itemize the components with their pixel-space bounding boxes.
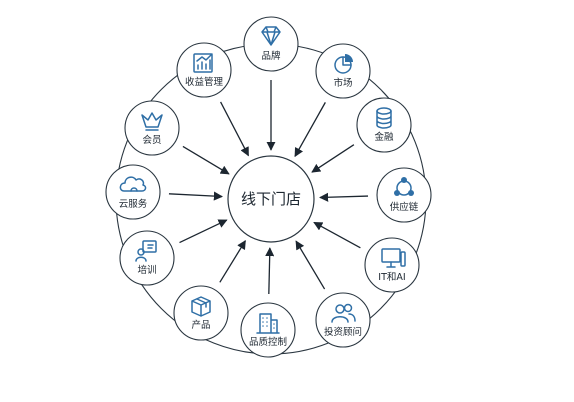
node-label-itai: IT和AI bbox=[378, 272, 405, 283]
node-label-revenue: 收益管理 bbox=[185, 76, 224, 88]
node-circle-invest bbox=[315, 292, 371, 348]
node-circle-itai bbox=[364, 237, 420, 293]
arrow-market-to-center bbox=[294, 102, 326, 158]
node-label-supply: 供应链 bbox=[390, 201, 419, 213]
node-invest: 投资顾问 bbox=[315, 292, 371, 348]
center-label: 线下门店 bbox=[241, 190, 301, 208]
arrow-finance-to-center bbox=[311, 144, 355, 173]
node-label-quality: 品质控制 bbox=[249, 336, 287, 348]
center-circle bbox=[227, 155, 315, 243]
node-label-finance: 金融 bbox=[374, 131, 394, 143]
node-cloud: 云服务 bbox=[105, 164, 161, 220]
node-circle-member bbox=[124, 100, 180, 156]
building-icon bbox=[256, 313, 280, 334]
node-finance: 金融 bbox=[356, 97, 412, 153]
center-node: 线下门店 bbox=[227, 155, 315, 243]
node-supply: 供应链 bbox=[376, 167, 432, 223]
node-itai: IT和AI bbox=[364, 237, 420, 293]
node-label-cloud: 云服务 bbox=[119, 198, 148, 210]
node-circle-training bbox=[119, 230, 175, 286]
arrow-invest-to-center bbox=[295, 240, 326, 290]
arrow-cloud-to-center bbox=[168, 191, 223, 201]
node-revenue: 收益管理 bbox=[176, 42, 232, 98]
node-circle-market bbox=[315, 43, 371, 99]
node-label-market: 市场 bbox=[333, 77, 352, 89]
arrow-product-to-center bbox=[219, 239, 246, 283]
pie-chart-icon bbox=[334, 54, 353, 74]
diamond-icon bbox=[261, 26, 281, 46]
arrow-itai-to-center bbox=[313, 221, 361, 249]
node-quality: 品质控制 bbox=[240, 302, 296, 358]
node-market: 市场 bbox=[315, 43, 371, 99]
arrow-revenue-to-center bbox=[220, 101, 249, 157]
node-product: 产品 bbox=[173, 285, 229, 341]
node-circle-cloud bbox=[105, 164, 161, 220]
arrow-quality-to-center bbox=[265, 247, 275, 295]
cloud-icon bbox=[119, 176, 147, 192]
node-circle-revenue bbox=[176, 42, 232, 98]
arrows-layer bbox=[168, 80, 369, 295]
growth-chart-icon bbox=[193, 53, 213, 73]
arrow-member-to-center bbox=[182, 145, 230, 175]
crown-icon bbox=[141, 112, 163, 131]
node-label-member: 会员 bbox=[142, 134, 161, 146]
box-icon bbox=[191, 296, 211, 317]
arrow-training-to-center bbox=[179, 219, 228, 244]
node-member: 会员 bbox=[124, 100, 180, 156]
training-board-icon bbox=[135, 240, 157, 262]
node-label-brand: 品牌 bbox=[261, 50, 281, 62]
node-label-product: 产品 bbox=[191, 319, 210, 331]
node-label-invest: 投资顾问 bbox=[324, 326, 362, 338]
node-circle-finance bbox=[356, 97, 412, 153]
node-label-training: 培训 bbox=[137, 264, 156, 276]
people-icon bbox=[331, 303, 356, 323]
arrow-supply-to-center bbox=[319, 192, 369, 202]
node-circle-quality bbox=[240, 302, 296, 358]
coin-stack-icon bbox=[376, 107, 392, 129]
node-brand: 品牌 bbox=[243, 16, 299, 72]
computer-monitor-icon bbox=[381, 248, 406, 268]
network-cycle-icon bbox=[394, 177, 414, 196]
node-training: 培训 bbox=[119, 230, 175, 286]
